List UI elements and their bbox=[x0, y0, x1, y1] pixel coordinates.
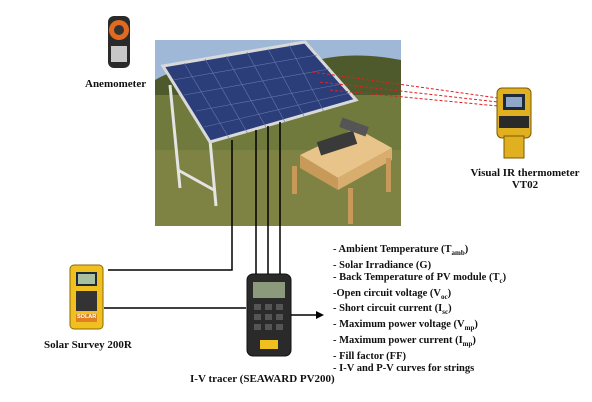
parameter-text: -Open circuit voltage (V bbox=[333, 287, 441, 299]
parameter-subscript: amb bbox=[451, 249, 465, 258]
parameter-text: - Ambient Temperature (T bbox=[333, 244, 452, 255]
anemometer-label: Anemometer bbox=[85, 78, 147, 90]
parameter-text: - Solar Irradiance (G) bbox=[333, 259, 432, 271]
solar-panel bbox=[160, 40, 359, 144]
parameter-tail: ) bbox=[464, 244, 469, 255]
parameter-item: - Fill factor (FF) bbox=[333, 351, 506, 363]
solar-survey-device bbox=[69, 264, 104, 330]
solar-survey-label: Solar Survey 200R bbox=[44, 339, 132, 351]
parameter-text: - Maximum power current (I bbox=[333, 335, 463, 347]
ir-thermometer-device bbox=[496, 87, 532, 159]
iv-tracer-device bbox=[246, 273, 292, 357]
data-logger-on-table bbox=[316, 117, 369, 156]
parameter-subscript: sc bbox=[442, 308, 449, 317]
parameter-text: - I-V and P-V curves for strings bbox=[333, 362, 475, 374]
pv-setup-photo bbox=[155, 40, 401, 226]
parameter-item: - Ambient Temperature (Tamb) bbox=[333, 244, 506, 260]
output-arrow bbox=[291, 311, 324, 319]
parameter-subscript: c bbox=[499, 276, 503, 285]
ir-thermometer-label: Visual IR thermometer VT02 bbox=[470, 167, 580, 191]
parameter-tail: ) bbox=[502, 271, 507, 283]
ir-laser-beams bbox=[311, 71, 499, 107]
solar-survey-brand: SOLAR bbox=[77, 314, 97, 320]
ir-thermometer-label-line2: VT02 bbox=[511, 179, 539, 191]
ir-thermometer-label-line1: Visual IR thermometer bbox=[470, 167, 580, 179]
parameter-text: - Back Temperature of PV module (T bbox=[333, 271, 500, 283]
parameter-item: - Short circuit current (Isc) bbox=[333, 303, 506, 319]
parameter-item: - Maximum power current (Imp) bbox=[333, 335, 506, 351]
instrument-table bbox=[292, 128, 392, 224]
anemometer-device bbox=[108, 16, 130, 68]
parameter-subscript: oc bbox=[441, 292, 448, 301]
parameter-item: - I-V and P-V curves for strings bbox=[333, 363, 506, 375]
parameter-tail: ) bbox=[448, 303, 452, 315]
parameter-text: - Fill factor (FF) bbox=[333, 351, 406, 363]
parameter-tail: ) bbox=[472, 335, 476, 347]
parameter-subscript: mp bbox=[464, 324, 475, 333]
connection-wires bbox=[104, 122, 281, 309]
parameter-text: - Maximum power voltage (V bbox=[333, 319, 465, 331]
parameter-subscript: mp bbox=[462, 340, 473, 349]
parameter-item: - Solar Irradiance (G) bbox=[333, 260, 506, 272]
parameter-text: - Short circuit current (I bbox=[333, 303, 443, 315]
measured-parameters-list: - Ambient Temperature (Tamb)- Solar Irra… bbox=[333, 244, 506, 375]
parameter-tail: ) bbox=[474, 319, 478, 331]
parameter-item: - Maximum power voltage (Vmp) bbox=[333, 319, 506, 335]
parameter-item: - Back Temperature of PV module (Tc) bbox=[333, 272, 506, 288]
parameter-item: -Open circuit voltage (Voc) bbox=[333, 288, 506, 304]
iv-tracer-label: I-V tracer (SEAWARD PV200) bbox=[190, 373, 335, 385]
parameter-tail: ) bbox=[447, 287, 452, 299]
